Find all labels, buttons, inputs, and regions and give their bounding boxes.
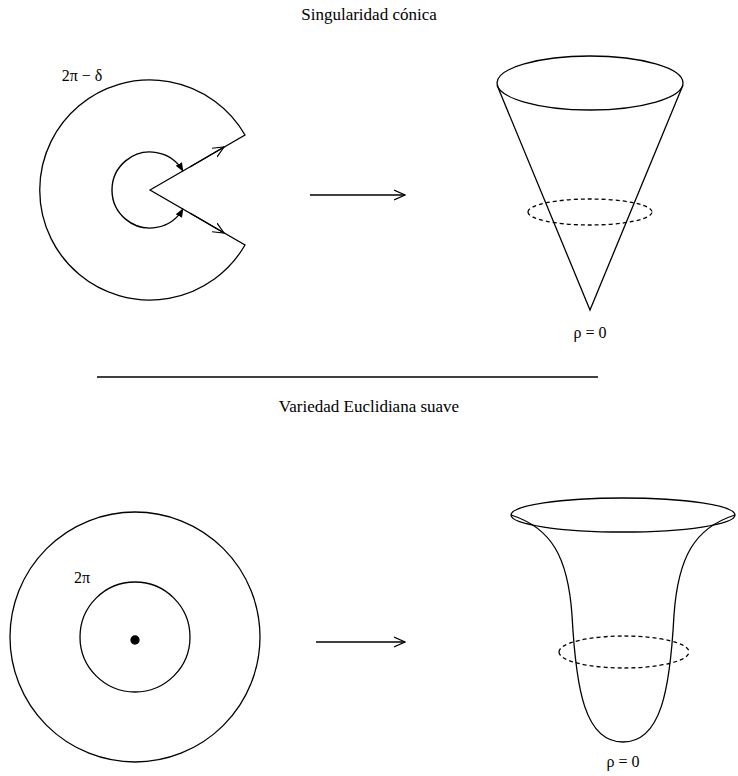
cut-disc [40,80,245,300]
funnel-section [559,652,689,668]
section-heading: Variedad Euclidiana suave [279,398,459,417]
angle-arc [112,152,183,228]
map-arrow [316,641,405,642]
center-dot [131,636,139,644]
cone-rim [497,56,683,110]
full-disc [10,512,260,762]
edge-arrow [190,147,224,167]
cone-section [528,199,652,212]
cone-section [528,212,652,225]
funnel-section [559,636,689,652]
funnel-side [511,515,735,742]
cone-side [497,85,683,310]
apex-label: ρ = 0 [573,324,606,342]
angle-label: 2π − δ [62,67,103,85]
section-heading: Singularidad cónica [301,6,437,25]
inner-circle [80,582,190,692]
angle-label: 2π [74,569,90,587]
map-arrow [310,194,405,195]
funnel-rim [511,498,735,532]
edge-arrow [190,213,224,233]
apex-label: ρ = 0 [606,753,639,771]
separator-rule [97,376,598,377]
